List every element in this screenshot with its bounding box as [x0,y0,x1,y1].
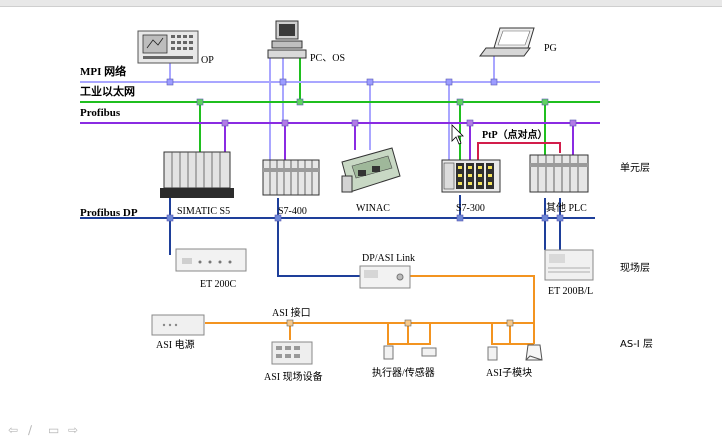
asi-power-label: ASI 电源 [156,338,195,351]
device-labels: OP PC、OS PG PtP（点对点） SIMATIC S5 S7-400 W… [156,43,593,383]
et200bl-label: ET 200B/L [548,286,593,297]
asi-wiring [205,275,535,345]
dp-asi-link-label: DP/ASI Link [362,253,415,264]
arrow-right-icon[interactable]: ⇨ [68,423,79,437]
asi-interface-icon [271,341,313,365]
menu-icon[interactable]: ▭ [48,423,60,437]
actuator-sensor-label: 执行器/传感器 [372,366,435,379]
profibus-label: Profibus [80,107,121,119]
arrow-left-icon[interactable]: ⇦ [8,423,19,437]
s7-300-label: S7-300 [456,203,485,214]
asi-power-icon [151,314,205,336]
asi-interface-label: ASI 接口 [272,306,311,319]
simatic-s5-label: SIMATIC S5 [177,206,230,217]
other-plc-label: 其他 PLC [546,201,587,214]
bus-connectors [166,78,577,222]
simatic-s5-icon [160,151,234,198]
asi-submodule-label: ASI子模块 [486,367,532,379]
pg-label: PG [544,43,557,54]
winac-icon [341,147,401,193]
drop-lines [169,56,574,277]
window-top-border [0,0,722,7]
s7-400-icon [262,159,320,196]
pc-os-icon [267,20,307,59]
asi-connectors [286,319,514,327]
bus-lines [80,81,600,219]
field-layer-label: 现场层 [620,261,650,274]
industrial-ethernet-label: 工业以太网 [80,84,135,98]
layer-labels: 单元层 现场层 AS-I 层 [620,162,653,350]
winac-label: WINAC [356,203,390,214]
slide-navigation: ⇦ ∕ ▭ ⇨ [8,424,80,436]
dp-asi-link-icon [359,265,411,289]
asi-layer-label: AS-I 层 [620,338,653,350]
profibus-dp-label: Profibus DP [80,207,138,219]
pc-os-label: PC、OS [310,53,345,64]
s7-400-label: S7-400 [278,206,307,217]
other-plc-icon [529,154,589,193]
pen-icon[interactable]: ∕ [28,423,33,437]
ptp-label: PtP（点对点） [482,128,548,141]
mpi-network-label: MPI 网络 [80,64,126,78]
asi-field-device-label: ASI 现场设备 [264,370,323,383]
bus-labels: MPI 网络 工业以太网 Profibus Profibus DP [80,64,138,219]
et200c-icon [175,248,247,272]
et200bl-icon [544,249,594,281]
s7-300-icon [441,159,501,193]
unit-layer-label: 单元层 [620,162,650,174]
mouse-pointer-icon [451,124,464,145]
asi-submodule-icon [487,344,543,361]
pg-laptop-icon [479,27,535,57]
op-label: OP [201,55,214,66]
actuator-sensor-icon [383,345,437,360]
op-panel-icon [137,30,199,64]
et200c-label: ET 200C [200,279,237,290]
